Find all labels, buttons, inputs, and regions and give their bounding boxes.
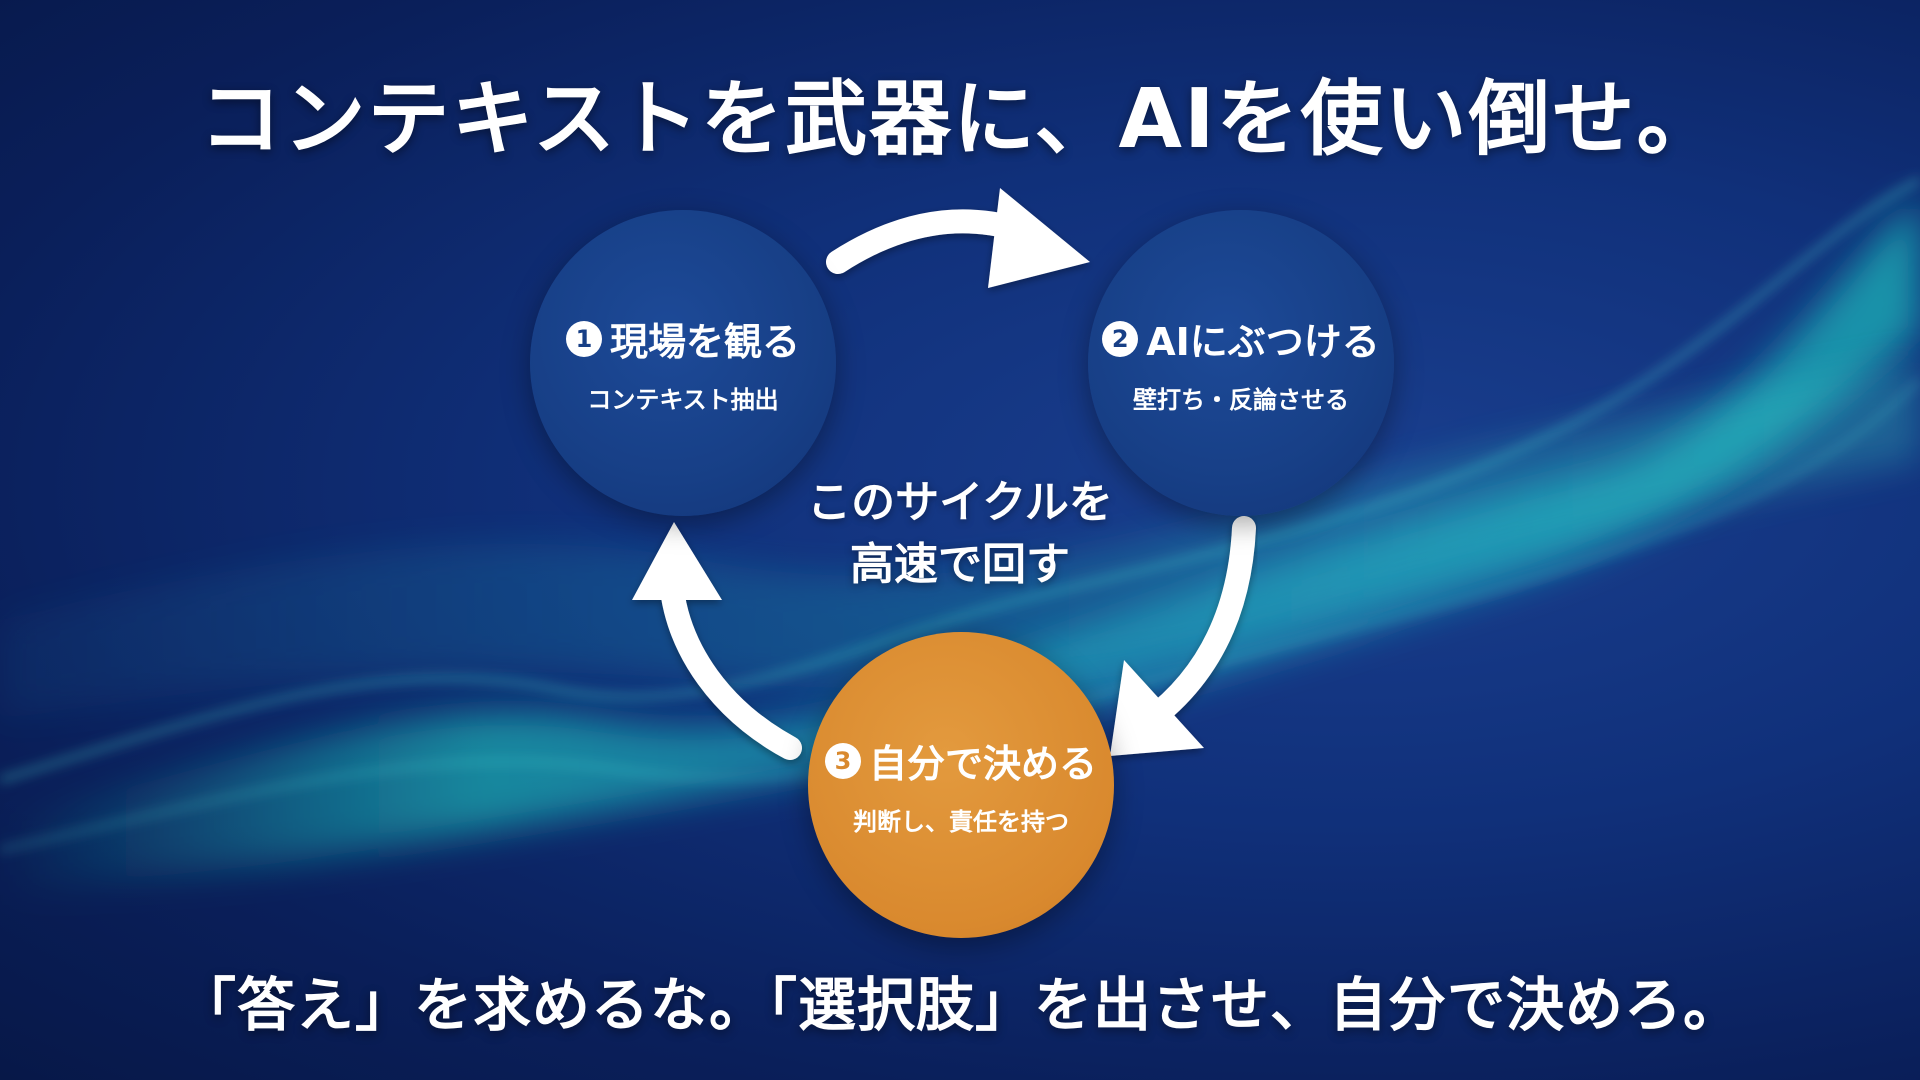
step-1-label: 現場を観る	[609, 320, 800, 364]
step-2-label: AIにぶつける	[1146, 320, 1380, 364]
step-1-number-icon: 1	[565, 320, 602, 357]
step-1-circle: 1 現場を観る コンテキスト抽出	[530, 210, 836, 516]
center-line-2: 高速で回す	[850, 539, 1070, 590]
step-3-subtitle: 判断し、責任を持つ	[853, 808, 1069, 836]
center-line-1: このサイクルを	[807, 477, 1113, 528]
page-title: コンテキストを武器に、AIを使い倒せ。	[199, 72, 1721, 167]
step-2-number-icon: 2	[1102, 320, 1139, 357]
step-2-circle: 2 AIにぶつける 壁打ち・反論させる	[1088, 210, 1394, 516]
step-1-subtitle: コンテキスト抽出	[587, 386, 779, 414]
cycle-center-caption: このサイクルを 高速で回す	[760, 472, 1160, 596]
step-3-number-icon: 3	[824, 742, 861, 779]
step-3-circle: 3 自分で決める 判断し、責任を持つ	[808, 632, 1114, 938]
step-2-title: 2 AIにぶつける	[1102, 311, 1380, 366]
step-3-label: 自分で決める	[868, 742, 1097, 786]
step-1-title: 1 現場を観る	[565, 311, 800, 366]
step-3-title: 3 自分で決める	[824, 733, 1097, 788]
footer-message: 「答え」を求めるな。「選択肢」を出させ、自分で決めろ。	[177, 971, 1742, 1039]
step-2-subtitle: 壁打ち・反論させる	[1133, 386, 1349, 414]
